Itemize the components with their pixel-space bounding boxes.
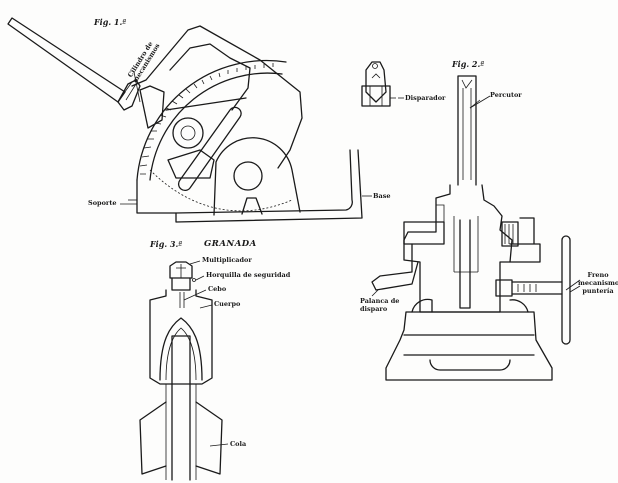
fig1-wheel-housing — [213, 137, 301, 216]
fig1-mortar-drawing — [7, 17, 363, 223]
label-base: Base — [373, 192, 391, 200]
fig1-base — [175, 149, 353, 214]
fig3-body — [149, 289, 213, 385]
fig1-pivot-ring — [172, 117, 204, 149]
fig3-subtitle: GRANADA — [204, 239, 257, 249]
label-cuerpo: Cuerpo — [214, 300, 241, 308]
fig3-multiplier — [169, 261, 193, 279]
fig1-wheel-hub — [233, 161, 263, 191]
trigger-detail-drawing — [361, 61, 396, 107]
fig1-collar — [117, 79, 141, 111]
fig3-title: Fig. 3.ª — [150, 239, 183, 249]
label-percutor: Percutor — [490, 91, 522, 99]
fig1-support — [136, 149, 363, 223]
fig1-barrel — [7, 17, 126, 103]
label-disparador: Disparador — [405, 94, 446, 102]
fig3-grenade-drawing — [139, 261, 223, 481]
fig1-slot — [177, 106, 242, 192]
label-cola: Cola — [230, 440, 247, 448]
label-cebo: Cebo — [208, 285, 227, 293]
label-palanca-de-disparo: Palanca de disparo — [360, 297, 400, 313]
label-soporte: Soporte — [88, 199, 117, 207]
fig1-title: Fig. 1.ª — [94, 17, 127, 27]
fig2-handwheel — [561, 235, 571, 345]
fig2-tube — [457, 75, 477, 186]
label-freno-mecanismo-punteria: Freno mecanismo puntería — [578, 271, 618, 295]
fig1-graduated-arc — [136, 59, 287, 181]
fig3-tail-tube — [171, 335, 191, 481]
fig2-firing-mechanism-drawing — [371, 75, 581, 381]
fig2-title: Fig. 2.ª — [452, 59, 485, 69]
fig1-mechanism-block — [131, 25, 303, 169]
leader-lines — [120, 71, 581, 447]
fig2-trigger-lever — [371, 243, 419, 291]
fig2-base — [385, 311, 553, 381]
fig3-fins — [139, 401, 223, 475]
label-horquilla-de-seguridad: Horquilla de seguridad — [206, 271, 291, 279]
label-multiplicador: Multiplicador — [202, 256, 252, 264]
